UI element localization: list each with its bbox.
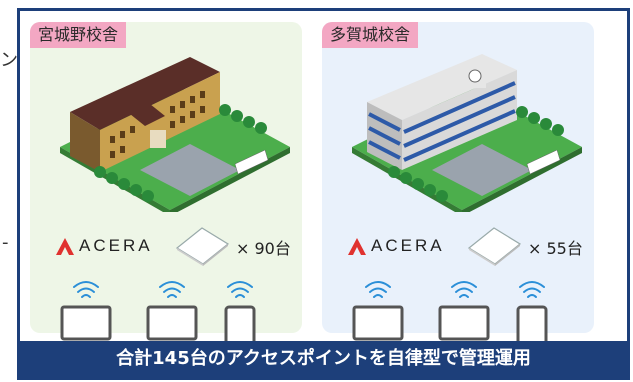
acera-logo: ACERA [54,236,153,256]
acera-logo-icon [56,238,74,255]
campus-panel-miyagino: 宮城野校舎 [30,22,302,349]
access-point-icon [175,227,230,266]
wifi-icon [73,281,99,298]
wifi-icon [519,281,545,298]
access-point-icon [467,227,522,266]
brand-name: ACERA [371,236,445,255]
left-margin-glyph-2: - [2,232,9,253]
client-devices [48,277,288,357]
building-icon [352,54,582,212]
tablet-icon [224,281,256,349]
wifi-icon [159,281,185,298]
campus-panel-tagajo: 多賀城校舎 [322,22,594,349]
wifi-icon [451,281,477,298]
campus-label: 宮城野校舎 [30,22,127,48]
ap-count: × 55台 [528,239,583,258]
infographic-frame: 宮城野校舎 [17,8,630,380]
product-row: ACERA × 90台 [54,222,294,268]
laptop-icon [138,281,206,347]
acera-logo: ACERA [346,236,445,256]
campus-label: 多賀城校舎 [322,22,419,48]
ap-count: × 90台 [236,239,291,258]
footer-banner: 合計145台のアクセスポイントを自律型で管理運用 [20,341,627,377]
wifi-icon [365,281,391,298]
product-row: ACERA × 55台 [346,222,586,268]
building-icon [60,57,290,212]
acera-logo-icon [348,238,366,255]
left-margin-glyph-1: ン [0,50,18,71]
tablet-icon [516,281,548,349]
wifi-icon [227,281,253,298]
brand-name: ACERA [79,236,153,255]
